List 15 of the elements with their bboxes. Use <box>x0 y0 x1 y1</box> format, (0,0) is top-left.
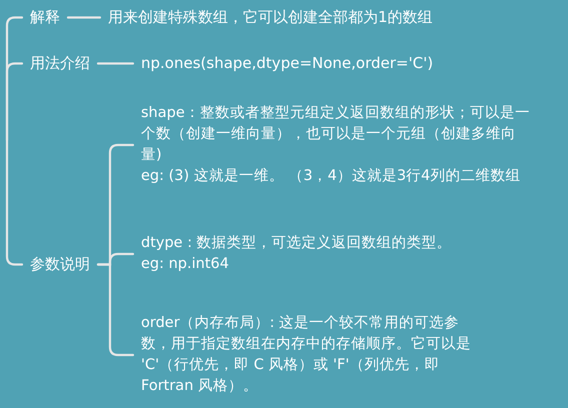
topic-text: eg: np.int64 <box>141 255 230 274</box>
topic-text: dtype : 数据类型，可选定义返回数组的类型。 <box>141 234 453 253</box>
topic-text: 参数说明 <box>30 254 90 275</box>
connector-line <box>66 16 102 19</box>
topic-text: 用法介绍 <box>30 53 90 74</box>
connector-line <box>96 263 134 356</box>
connector-line <box>6 138 24 266</box>
topic-text: eg: (3) 这就是一维。 （3，4）这就是3行4列的二维数组 <box>141 166 522 186</box>
topic-text: 用来创建特殊数组，它可以创建全部都为1的数组 <box>108 7 433 28</box>
topic-text: order（内存布局）: 这是一个较不常用的可选参数，用于指定数组在内存中的存储顺序。它可以是 'C'（行优先，即 C 风格）或 'F'（列优先，即 Fortran 风格）。 <box>141 313 481 397</box>
connector-line <box>96 62 134 65</box>
topic-text: shape：整数或者整型元组定义返回数组的形状；可以是一个数（创建一维向量），也可以是一个元组（创建多维向量) <box>141 104 531 165</box>
topic-text: 解释 <box>30 7 60 28</box>
topic-text: np.ones(shape,dtype=None,order='C') <box>141 53 434 74</box>
connector-line <box>6 62 24 142</box>
